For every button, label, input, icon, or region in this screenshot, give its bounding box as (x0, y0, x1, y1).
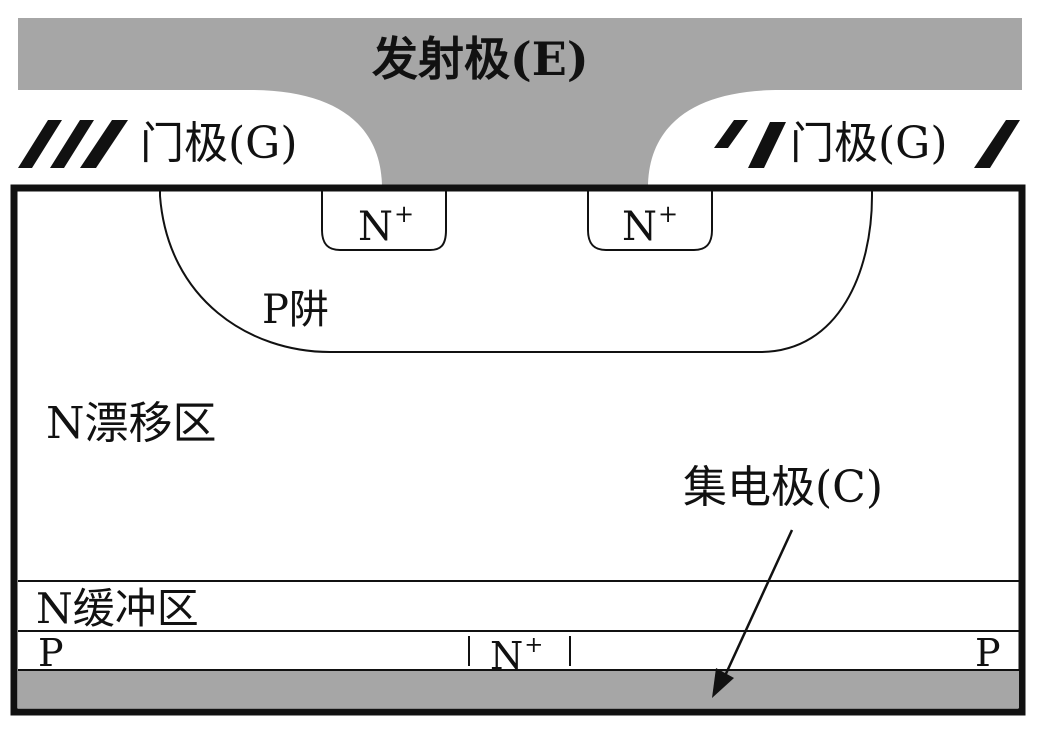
collector-arrow-head (712, 668, 734, 698)
p-label-left: P (38, 631, 64, 675)
gate-hatch-left (18, 120, 128, 168)
n-plus-base: N (622, 204, 657, 250)
n-buffer-label: N缓冲区 (36, 584, 199, 633)
emitter-label: 发射极(E) (372, 32, 589, 86)
p-well-label: P阱 (262, 287, 329, 333)
collector-metal (18, 671, 1019, 708)
gate-hatch-right (714, 120, 1020, 168)
device-body-border (10, 184, 1026, 716)
n-plus-sup: + (658, 200, 679, 228)
p-label-right: P (975, 631, 1001, 675)
emitter-metal (18, 18, 1022, 188)
n-drift-label: N漂移区 (46, 398, 217, 449)
collector-arrow-shaft (722, 529, 794, 679)
n-plus-base: N (490, 634, 524, 679)
n-plus-region-right (587, 190, 713, 251)
n-plus-base: N (358, 204, 393, 250)
n-plus-label-right: N+ (622, 202, 678, 247)
collector-label: 集电极(C) (683, 462, 883, 513)
n-plus-label-left: N+ (358, 202, 414, 247)
p-well-region (159, 190, 873, 353)
n-plus-sup: + (524, 632, 544, 658)
n-plus-region-left (321, 190, 447, 251)
gate-label-right: 门极(G) (790, 118, 948, 169)
n-plus-sup: + (394, 200, 415, 228)
gate-label-left: 门极(G) (140, 118, 298, 169)
n-plus-collector-label: N+ (490, 634, 543, 675)
